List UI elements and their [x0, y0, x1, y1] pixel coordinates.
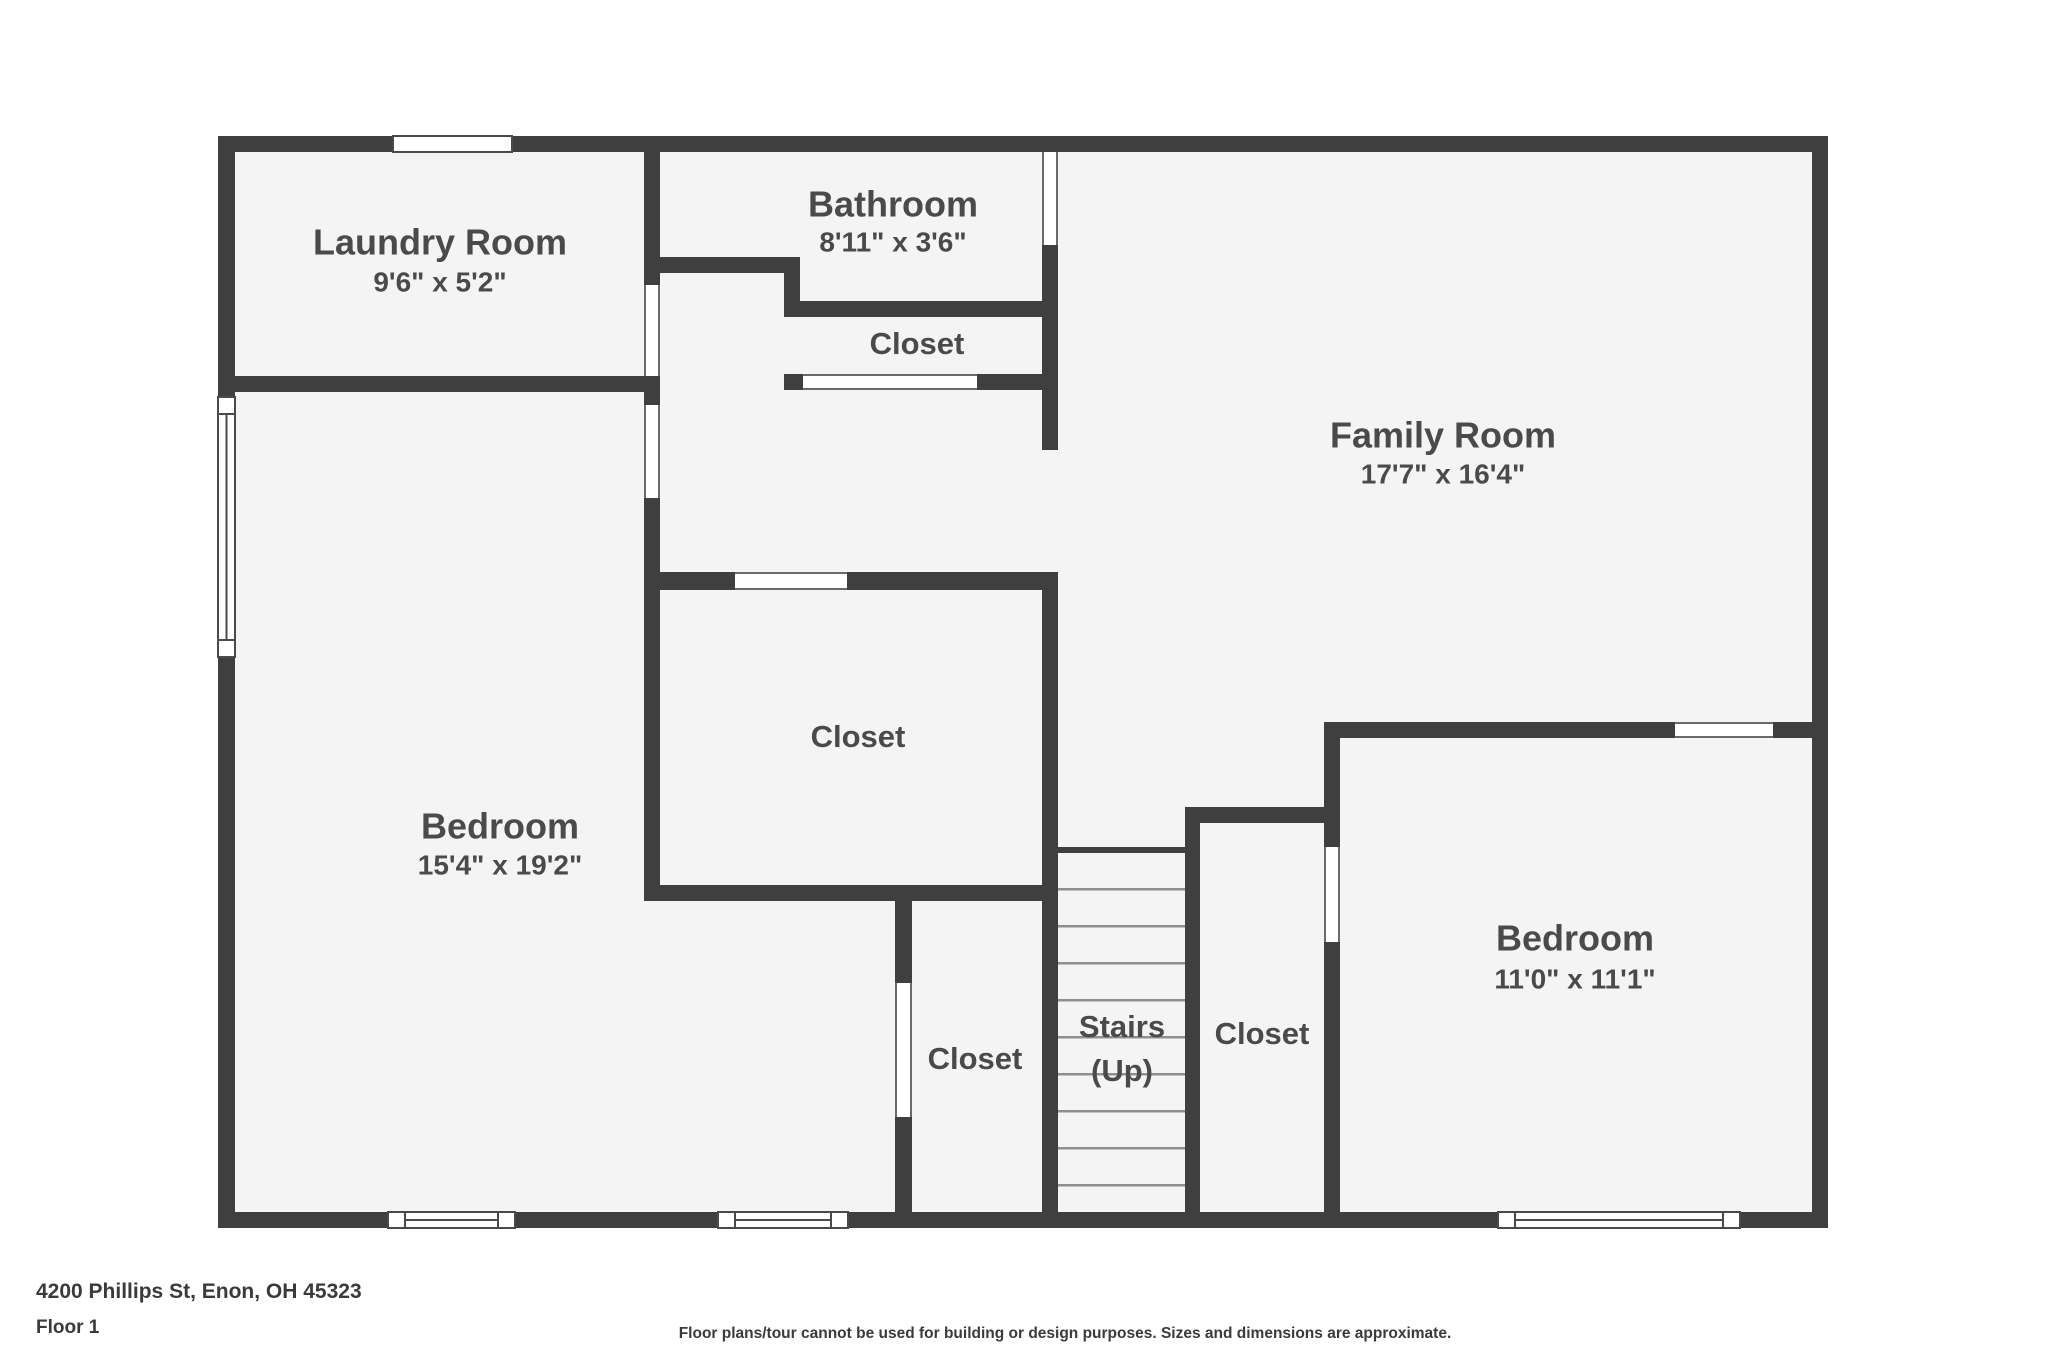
stairs-top-edge	[1058, 847, 1185, 853]
wall-stairs-right	[1185, 807, 1200, 1228]
room-label-closet-center: Closet	[811, 719, 906, 754]
door-gap-bathroom	[1042, 152, 1058, 245]
door-frame-line	[895, 983, 897, 1117]
floor-area	[235, 152, 1812, 1212]
room-dims-bathroom: 8'11" x 3'6"	[819, 226, 966, 257]
room-labels: Laundry Room 9'6" x 5'2" Bathroom 8'11" …	[313, 184, 1656, 1089]
door-gap-centercloset	[735, 572, 847, 590]
room-label-family-room: Family Room	[1330, 415, 1556, 456]
room-dims-bedroom-right: 11'0" x 11'1"	[1494, 963, 1655, 994]
window-cap	[1722, 1211, 1741, 1229]
door-gap-bedroom-left	[644, 405, 660, 498]
door-frame-line	[658, 285, 660, 376]
room-label-bathroom: Bathroom	[808, 184, 978, 225]
window-cap	[717, 1211, 736, 1229]
footer-address: 4200 Phillips St, Enon, OH 45323	[36, 1280, 362, 1303]
stairs	[1058, 847, 1185, 1187]
wall-centercloset-top	[644, 572, 1058, 590]
room-dims-family-room: 17'7" x 16'4"	[1361, 458, 1525, 489]
wall-outer-right	[1812, 136, 1828, 1228]
door-frame-line	[1042, 152, 1044, 245]
wall-rightcloset-top	[1185, 807, 1340, 823]
windows	[217, 135, 1741, 1229]
door-frame-line	[1675, 736, 1773, 738]
stair-tread	[1058, 888, 1185, 891]
door-gap-bedroom-right	[1675, 722, 1773, 738]
wall-stairs-left	[1042, 572, 1058, 1228]
door-gap-rightcloset	[1324, 847, 1340, 942]
stair-tread	[1058, 1184, 1185, 1187]
door-frame-line	[803, 388, 977, 390]
wall-laundry-bath-divider	[644, 136, 660, 285]
wall-laundry-bottom	[218, 376, 660, 392]
room-label-stairs-direction: (Up)	[1091, 1053, 1153, 1088]
wall-bedroom-hall-divider	[644, 498, 660, 901]
footer: 4200 Phillips St, Enon, OH 45323 Floor 1…	[36, 1280, 1451, 1342]
room-label-laundry: Laundry Room	[313, 222, 567, 263]
stair-tread	[1058, 999, 1185, 1002]
stair-tread	[1058, 1110, 1185, 1113]
door-frame-line	[1675, 722, 1773, 724]
door-gap-bathcloset	[803, 374, 977, 390]
room-label-bedroom-right: Bedroom	[1496, 918, 1654, 959]
door-frame-line	[644, 285, 646, 376]
stair-tread	[1058, 925, 1185, 928]
wall-bedroom-right-left	[1324, 722, 1340, 1228]
wall-divider-corner	[644, 376, 660, 405]
wall-bathcloset-top	[784, 301, 1058, 317]
room-label-bedroom-left: Bedroom	[421, 806, 579, 847]
room-label-closet-bottom-middle: Closet	[928, 1041, 1023, 1076]
door-frame-line	[735, 572, 847, 574]
door-frame-line	[910, 983, 912, 1117]
room-dims-bedroom-left: 15'4" x 19'2"	[418, 849, 582, 880]
door-gap-laundry	[644, 285, 660, 376]
window-cap	[497, 1211, 516, 1229]
door-frame-line	[1056, 152, 1058, 245]
room-label-bathroom-closet: Closet	[870, 326, 965, 361]
room-label-closet-right: Closet	[1215, 1016, 1310, 1051]
stair-tread	[1058, 962, 1185, 965]
footer-floor-label: Floor 1	[36, 1317, 100, 1338]
doors	[644, 152, 1773, 1117]
window-cap	[387, 1211, 406, 1229]
stair-tread	[1058, 1036, 1185, 1039]
wall-centercloset-bottom	[644, 885, 1058, 901]
footer-disclaimer: Floor plans/tour cannot be used for buil…	[679, 1325, 1452, 1342]
room-dims-laundry: 9'6" x 5'2"	[373, 266, 506, 297]
window-cap	[1497, 1211, 1516, 1229]
door-frame-line	[658, 405, 660, 498]
wall-outer-left	[218, 136, 235, 1228]
window-cap	[830, 1211, 849, 1229]
door-gap-bottomcloset	[895, 983, 912, 1117]
wall-outer-bottom	[218, 1212, 1828, 1228]
door-frame-line	[644, 405, 646, 498]
door-frame-line	[803, 374, 977, 376]
wall-bathroom-step-h	[644, 257, 800, 273]
door-frame-line	[1338, 847, 1340, 942]
wall-outer-top	[218, 136, 1828, 152]
door-frame-line	[735, 588, 847, 590]
window-cap	[217, 639, 236, 658]
room-label-stairs: Stairs	[1079, 1009, 1165, 1044]
window-laundry	[392, 135, 513, 153]
stair-tread	[1058, 1073, 1185, 1076]
stair-tread	[1058, 1147, 1185, 1150]
window-cap	[217, 396, 236, 415]
door-frame-line	[1324, 847, 1326, 942]
